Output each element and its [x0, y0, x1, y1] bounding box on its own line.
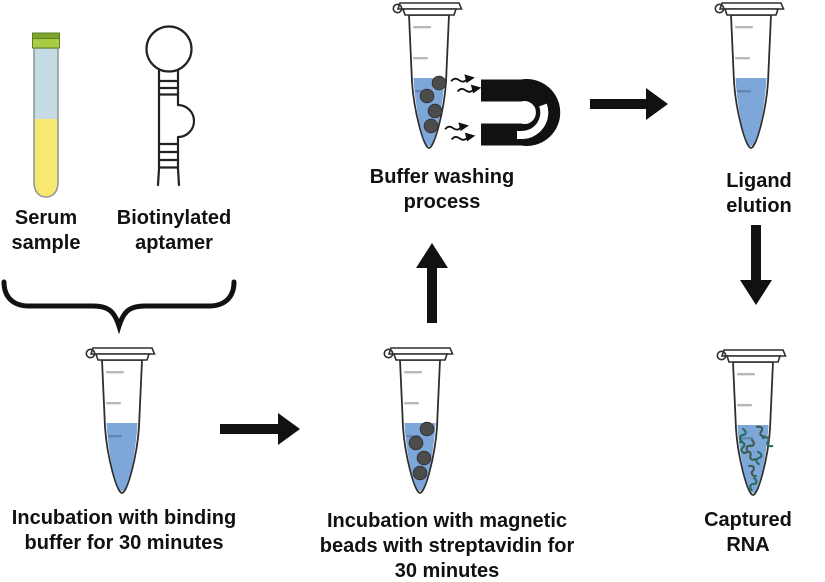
- magnetic-beads: [419, 75, 447, 134]
- serum-sample-label: Serum sample: [11, 207, 81, 254]
- grouping-brace: [1, 279, 237, 335]
- arrow-up-to-washing: [416, 243, 448, 323]
- beads-tube-icon: [383, 347, 454, 494]
- magnet-icon: [481, 79, 561, 146]
- binding-tube-icon: [85, 347, 156, 494]
- captured-rna-label: Captured RNA: [704, 509, 792, 556]
- captured-rna-tube-icon: [716, 349, 787, 496]
- step-binding-label: Incubation with binding buffer for 30 mi…: [11, 507, 237, 554]
- aptamer-icon: [145, 25, 196, 187]
- arrow-right-to-elution: [590, 88, 668, 120]
- buffer-washing-label: Buffer washing process: [369, 166, 515, 213]
- serum-tube-icon: [32, 32, 60, 198]
- arrow-down-to-captured: [740, 225, 772, 305]
- magnetic-attraction-arrows-bottom: [444, 120, 477, 145]
- biotinylated-aptamer-label: Biotinylated aptamer: [116, 207, 232, 254]
- ligand-elution-label: Ligand elution: [726, 170, 792, 217]
- arrow-right-to-beads: [220, 413, 300, 445]
- magnetic-beads: [408, 421, 435, 481]
- elution-tube-icon: [714, 2, 785, 149]
- washing-tube-icon: [392, 2, 463, 149]
- step-beads-label: Incubation with magnetic beads with stre…: [319, 510, 575, 582]
